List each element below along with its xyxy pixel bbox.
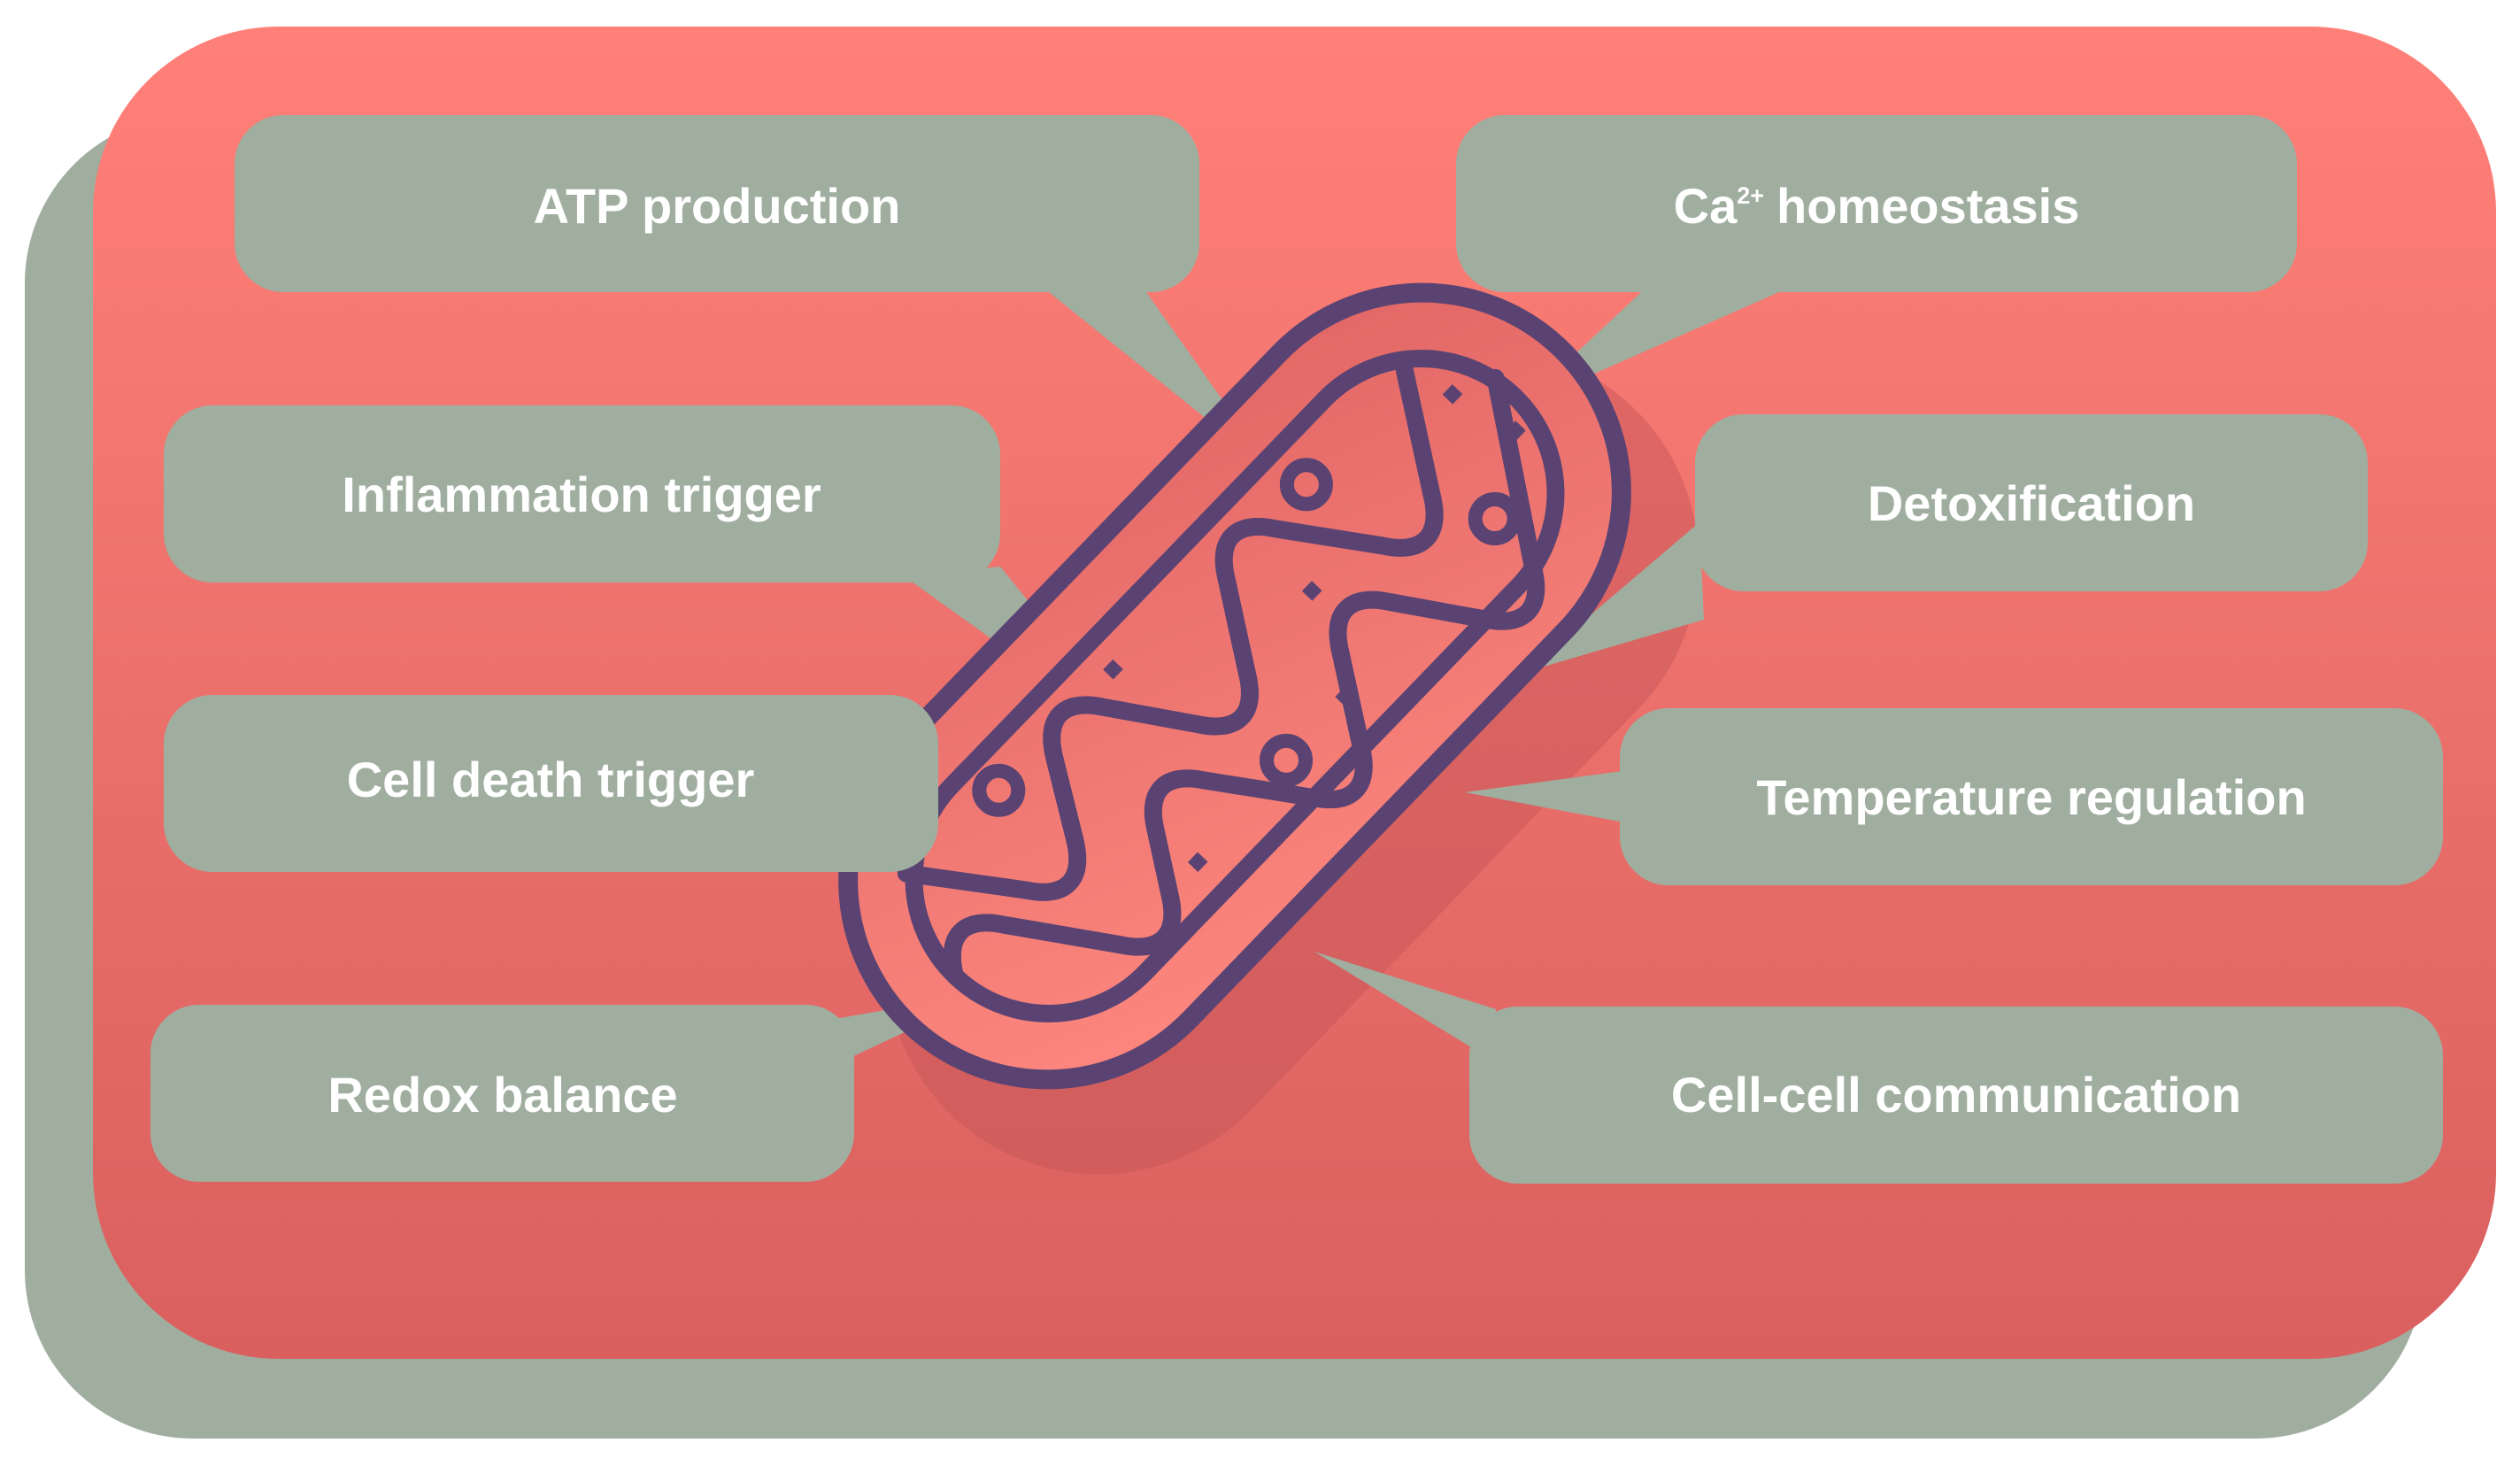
bubble-inflammation bbox=[164, 405, 1000, 583]
bubble-cell-death bbox=[164, 695, 938, 872]
label-detoxification: Detoxification bbox=[1868, 475, 2195, 531]
label-temperature-regulation: Temperature regulation bbox=[1756, 769, 2306, 825]
bubble-detox bbox=[1695, 414, 2368, 591]
label-calcium-base: Ca bbox=[1674, 178, 1738, 234]
label-cell-death-trigger: Cell death trigger bbox=[347, 752, 755, 807]
label-calcium-homeostasis: Ca2+ homeostasis bbox=[1674, 178, 2080, 234]
label-bubbles bbox=[150, 115, 2443, 1184]
mitochondrion-icon bbox=[838, 282, 1631, 1090]
bubble-calcium bbox=[1456, 115, 2297, 292]
bubble-temperature bbox=[1620, 708, 2443, 885]
bubble-atp bbox=[235, 115, 1199, 292]
label-cell-cell-communication: Cell-cell communication bbox=[1671, 1067, 2241, 1123]
label-calcium-superscript: 2+ bbox=[1737, 182, 1764, 209]
label-inflammation-trigger: Inflammation trigger bbox=[342, 467, 821, 522]
label-calcium-rest: homeostasis bbox=[1776, 178, 2079, 234]
bubble-redox bbox=[150, 1005, 854, 1182]
label-atp-production: ATP production bbox=[534, 178, 901, 234]
label-redox-balance: Redox balance bbox=[328, 1067, 677, 1123]
bubble-communication bbox=[1469, 1007, 2443, 1184]
